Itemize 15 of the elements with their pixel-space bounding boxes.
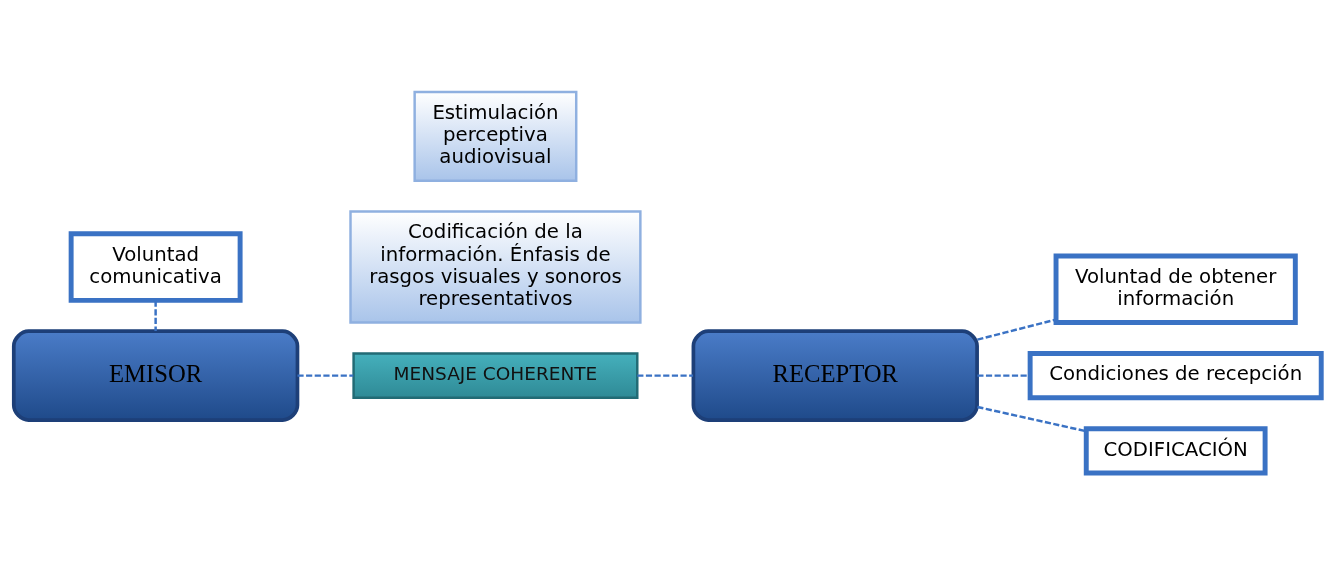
connector (977, 374, 1030, 377)
connector (977, 318, 1057, 341)
node-box: Voluntad de obtener información (1053, 253, 1298, 326)
node-box: Condiciones de recepción (1027, 350, 1324, 401)
node-box: Codificación de la información. Énfasis de rasgos visuales y sonoros representativos (349, 210, 642, 324)
node-box: RECEPTOR (691, 329, 979, 422)
node-box: Estimulación perceptiva audiovisual (413, 90, 578, 182)
connector (637, 374, 694, 377)
node-box: CODIFICACIÓN (1083, 426, 1268, 476)
node-box: Voluntad comunicativa (68, 231, 243, 303)
node-box: MENSAJE COHERENTE (352, 352, 639, 400)
connector (977, 405, 1087, 433)
node-box: EMISOR (11, 329, 300, 422)
connector (154, 300, 157, 332)
connector (297, 374, 354, 377)
